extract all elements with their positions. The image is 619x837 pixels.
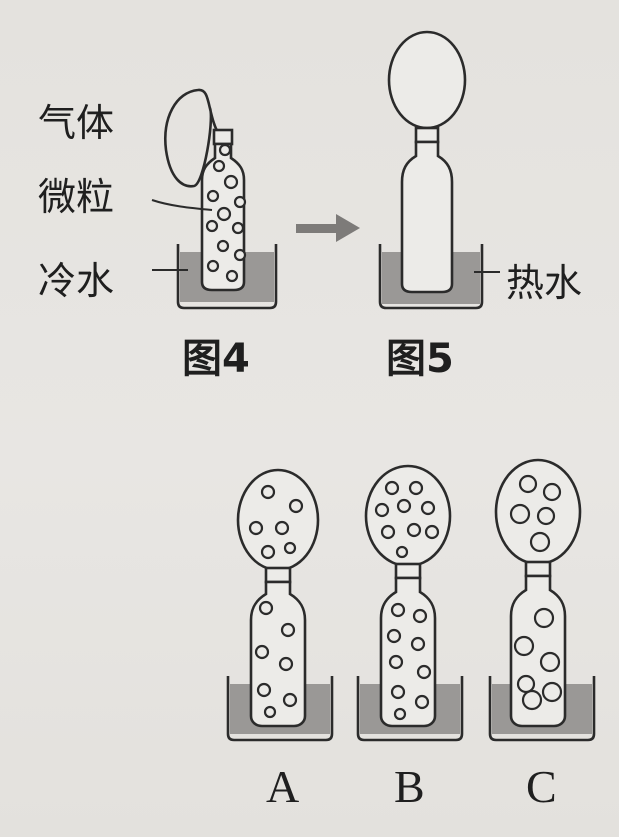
option-b-apparatus <box>356 464 464 742</box>
particles-c <box>509 474 563 711</box>
option-c-apparatus <box>488 458 596 742</box>
beaker <box>176 244 278 310</box>
bottle-neck-band <box>212 128 234 146</box>
beaker-c <box>488 676 596 742</box>
figure-4-caption: 图4 <box>182 336 250 382</box>
label-gas: 气体 <box>38 101 115 145</box>
figure-5-apparatus <box>378 30 484 310</box>
deflated-balloon <box>164 88 224 188</box>
particles-b <box>374 480 440 721</box>
beaker-b <box>356 676 464 742</box>
option-c-label: C <box>526 761 557 812</box>
particles-a <box>248 484 304 719</box>
inflated-balloon <box>387 30 467 130</box>
balloon-a <box>236 468 320 572</box>
label-particle: 微粒 <box>38 175 115 219</box>
figure-5-caption: 图5 <box>386 336 454 382</box>
label-cold-water: 冷水 <box>38 259 115 303</box>
bottle-body <box>400 140 454 294</box>
option-a-label: A <box>266 761 300 812</box>
bottle-neck-band <box>414 126 440 144</box>
figure-4-apparatus <box>164 88 278 310</box>
label-hot-water: 热水 <box>506 261 583 305</box>
beaker-a <box>226 676 334 742</box>
option-a-apparatus <box>226 468 334 742</box>
particle-leader-line <box>151 199 213 211</box>
gas-particles-fig4 <box>205 143 247 283</box>
right-arrow-icon <box>296 214 360 242</box>
option-b-label: B <box>394 761 425 812</box>
beaker <box>378 244 484 310</box>
